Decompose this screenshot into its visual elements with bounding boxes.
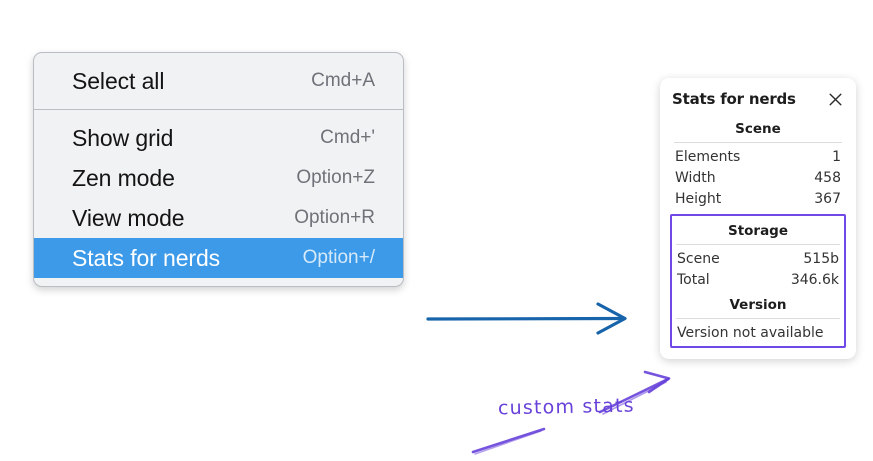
stat-row: Total 346.6k [672, 269, 844, 290]
stat-row: Height 367 [670, 188, 846, 209]
context-menu: Select all Cmd+A Show grid Cmd+' Zen mod… [33, 52, 404, 287]
menu-item-label: Show grid [72, 124, 174, 151]
stat-value: 1 [832, 148, 841, 165]
stat-value: 346.6k [790, 271, 839, 288]
stat-label: Elements [675, 148, 741, 165]
stat-label: Total [677, 271, 710, 288]
stats-section-version: Version Version not available [672, 290, 844, 342]
section-heading: Scene [735, 121, 781, 137]
menu-item-shortcut: Cmd+' [320, 127, 375, 148]
menu-item-zen-mode[interactable]: Zen mode Option+Z [34, 158, 403, 198]
section-heading: Version [729, 297, 787, 313]
menu-item-label: Zen mode [72, 164, 175, 191]
menu-item-stats-for-nerds[interactable]: Stats for nerds Option+/ [34, 238, 403, 278]
menu-divider [34, 109, 403, 110]
stats-section-scene: Scene Elements 1 Width 458 Height 367 [670, 114, 846, 209]
stats-panel-header: Stats for nerds [670, 88, 846, 114]
blue-arrow-annotation [426, 302, 627, 335]
stats-panel-title: Stats for nerds [672, 90, 796, 108]
stats-section-storage: Storage Scene 515b Total 346.6k [672, 216, 844, 290]
stat-row: Scene 515b [672, 248, 844, 269]
stat-row: Elements 1 [670, 146, 846, 167]
menu-item-shortcut: Option+Z [296, 167, 375, 188]
menu-item-label: Select all [72, 67, 165, 94]
stat-label: Width [675, 169, 716, 186]
stat-value: 458 [814, 169, 841, 186]
section-heading: Storage [727, 223, 789, 239]
menu-item-label: Stats for nerds [72, 244, 221, 271]
menu-group-1: Select all Cmd+A [34, 53, 403, 109]
version-value: Version not available [677, 324, 824, 341]
section-rule [676, 318, 840, 319]
menu-item-select-all[interactable]: Select all Cmd+A [34, 61, 403, 101]
custom-stats-highlight-box: Storage Scene 515b Total 346.6k Version … [670, 214, 846, 348]
stat-label: Height [675, 190, 722, 207]
menu-item-shortcut: Option+/ [302, 247, 375, 268]
menu-item-shortcut: Cmd+A [311, 70, 375, 91]
menu-item-view-mode[interactable]: View mode Option+R [34, 198, 403, 238]
menu-item-show-grid[interactable]: Show grid Cmd+' [34, 118, 403, 158]
menu-item-shortcut: Option+R [294, 207, 375, 228]
custom-stats-annotation-label: custom stats [497, 394, 635, 420]
close-icon[interactable] [826, 90, 844, 108]
section-rule [676, 244, 840, 245]
stats-for-nerds-panel: Stats for nerds Scene Elements 1 Width 4… [660, 78, 856, 359]
stat-row: Width 458 [670, 167, 846, 188]
stat-value: 367 [814, 190, 841, 207]
stat-value: 515b [803, 250, 839, 267]
section-rule [674, 142, 842, 143]
menu-group-2: Show grid Cmd+' Zen mode Option+Z View m… [34, 110, 403, 286]
stat-label: Scene [677, 250, 720, 267]
menu-item-label: View mode [72, 204, 185, 231]
